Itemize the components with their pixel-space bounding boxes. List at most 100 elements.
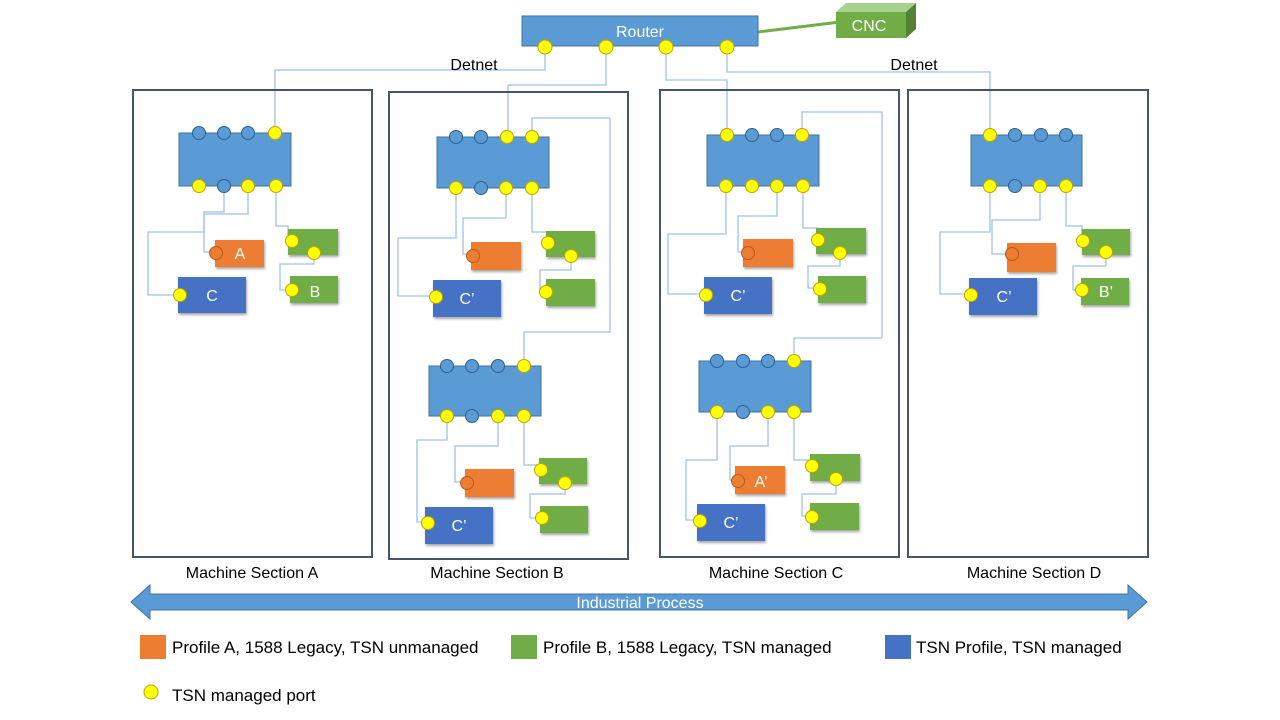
tsn-port	[268, 126, 282, 140]
section-d: C’ B’	[964, 128, 1130, 315]
tsn-port	[421, 516, 435, 530]
link-b8	[529, 483, 566, 519]
tsn-port	[813, 282, 827, 296]
link-c3	[802, 186, 819, 240]
device-port	[1005, 247, 1019, 261]
switch-port	[465, 409, 479, 423]
link-d3	[1065, 186, 1083, 240]
section-a: A C B	[173, 126, 338, 313]
link-b5	[416, 416, 448, 523]
double-arrow-shape	[130, 583, 1148, 621]
link-b2	[462, 188, 507, 255]
switch-port	[710, 354, 724, 368]
cnc-label: CNC	[852, 18, 887, 35]
tsn-port	[429, 290, 443, 304]
legend-green-swatch	[511, 635, 537, 659]
device-blue-c-prime	[433, 280, 501, 317]
legend-port-label: TSN managed port	[172, 686, 316, 705]
tsn-port	[285, 234, 299, 248]
tsn-port	[192, 179, 206, 193]
tsn-port	[983, 128, 997, 142]
detnet-label-left: Detnet	[450, 57, 498, 74]
switch-port	[745, 128, 759, 142]
tsn-port	[307, 246, 321, 260]
section-c-label: Machine Section C	[709, 565, 843, 582]
legend-blue-label: TSN Profile, TSN managed	[916, 638, 1122, 657]
router: Router	[521, 15, 759, 55]
tsn-port	[699, 288, 713, 302]
tsn-port	[558, 476, 572, 490]
tsn-port	[770, 179, 784, 193]
switch-c1	[706, 134, 820, 187]
tsn-port	[517, 409, 531, 423]
switch-port	[736, 354, 750, 368]
switch-port	[1008, 128, 1022, 142]
device-label: C’	[723, 515, 738, 532]
tsn-port	[719, 179, 733, 193]
detnet-label-right: Detnet	[890, 57, 938, 74]
tsn-port	[1076, 234, 1090, 248]
device-port	[209, 246, 223, 260]
link-router-secA	[274, 47, 546, 133]
tsn-port	[964, 288, 978, 302]
switch-port	[1008, 179, 1022, 193]
device-port	[466, 249, 480, 263]
switch-port	[241, 126, 255, 140]
tsn-port	[761, 405, 775, 419]
cnc-front-face	[836, 12, 906, 38]
tsn-port	[811, 233, 825, 247]
switch-port	[217, 179, 231, 193]
switch-d	[970, 134, 1083, 187]
tsn-port	[541, 236, 555, 250]
tsn-port	[720, 128, 734, 142]
legend-orange-label: Profile A, 1588 Legacy, TSN unmanaged	[172, 638, 479, 657]
switch-b1	[436, 136, 550, 189]
link-b6	[454, 416, 499, 483]
link-c-chain	[793, 111, 883, 360]
tsn-port	[525, 130, 539, 144]
switch-port	[761, 354, 775, 368]
tsn-port	[805, 510, 819, 524]
tsn-port	[1075, 283, 1089, 297]
link-c5	[685, 412, 718, 521]
tsn-port	[796, 179, 810, 193]
section-c: C’ A’ C’	[693, 128, 866, 541]
section-b-frame	[388, 91, 629, 560]
tsn-port	[1099, 245, 1113, 259]
cnc: CNC	[836, 3, 916, 38]
link-b1	[397, 188, 457, 297]
router-port-3	[658, 39, 674, 55]
device-label: A’	[754, 474, 767, 491]
switch-port	[465, 359, 479, 373]
device-label: C’	[996, 289, 1011, 306]
device-blue-c-prime	[969, 278, 1037, 315]
tsn-port	[241, 179, 255, 193]
cnc-top-face	[836, 3, 916, 12]
device-label: B	[310, 284, 321, 301]
section-a-frame	[132, 89, 373, 558]
tsn-port	[805, 459, 819, 473]
tsn-port	[1059, 179, 1073, 193]
device-port	[460, 476, 474, 490]
tsn-port	[745, 179, 759, 193]
link-a4	[279, 253, 315, 291]
link-d1	[939, 186, 991, 295]
switch-a	[178, 132, 292, 187]
industrial-process-arrow: Industrial Process	[130, 583, 1148, 621]
router-box	[521, 15, 759, 47]
link-c7	[793, 412, 813, 466]
tsn-port	[710, 405, 724, 419]
switch-port	[217, 126, 231, 140]
tsn-port	[693, 514, 707, 528]
switch-port	[1034, 128, 1048, 142]
tsn-port	[173, 288, 187, 302]
tsn-port	[525, 181, 539, 195]
switch-port	[736, 405, 750, 419]
link-b3	[531, 188, 549, 242]
tsn-port	[499, 181, 513, 195]
switch-c2	[698, 360, 812, 413]
link-c4	[807, 253, 841, 289]
device-label: C	[206, 288, 218, 305]
switch-port	[449, 130, 463, 144]
